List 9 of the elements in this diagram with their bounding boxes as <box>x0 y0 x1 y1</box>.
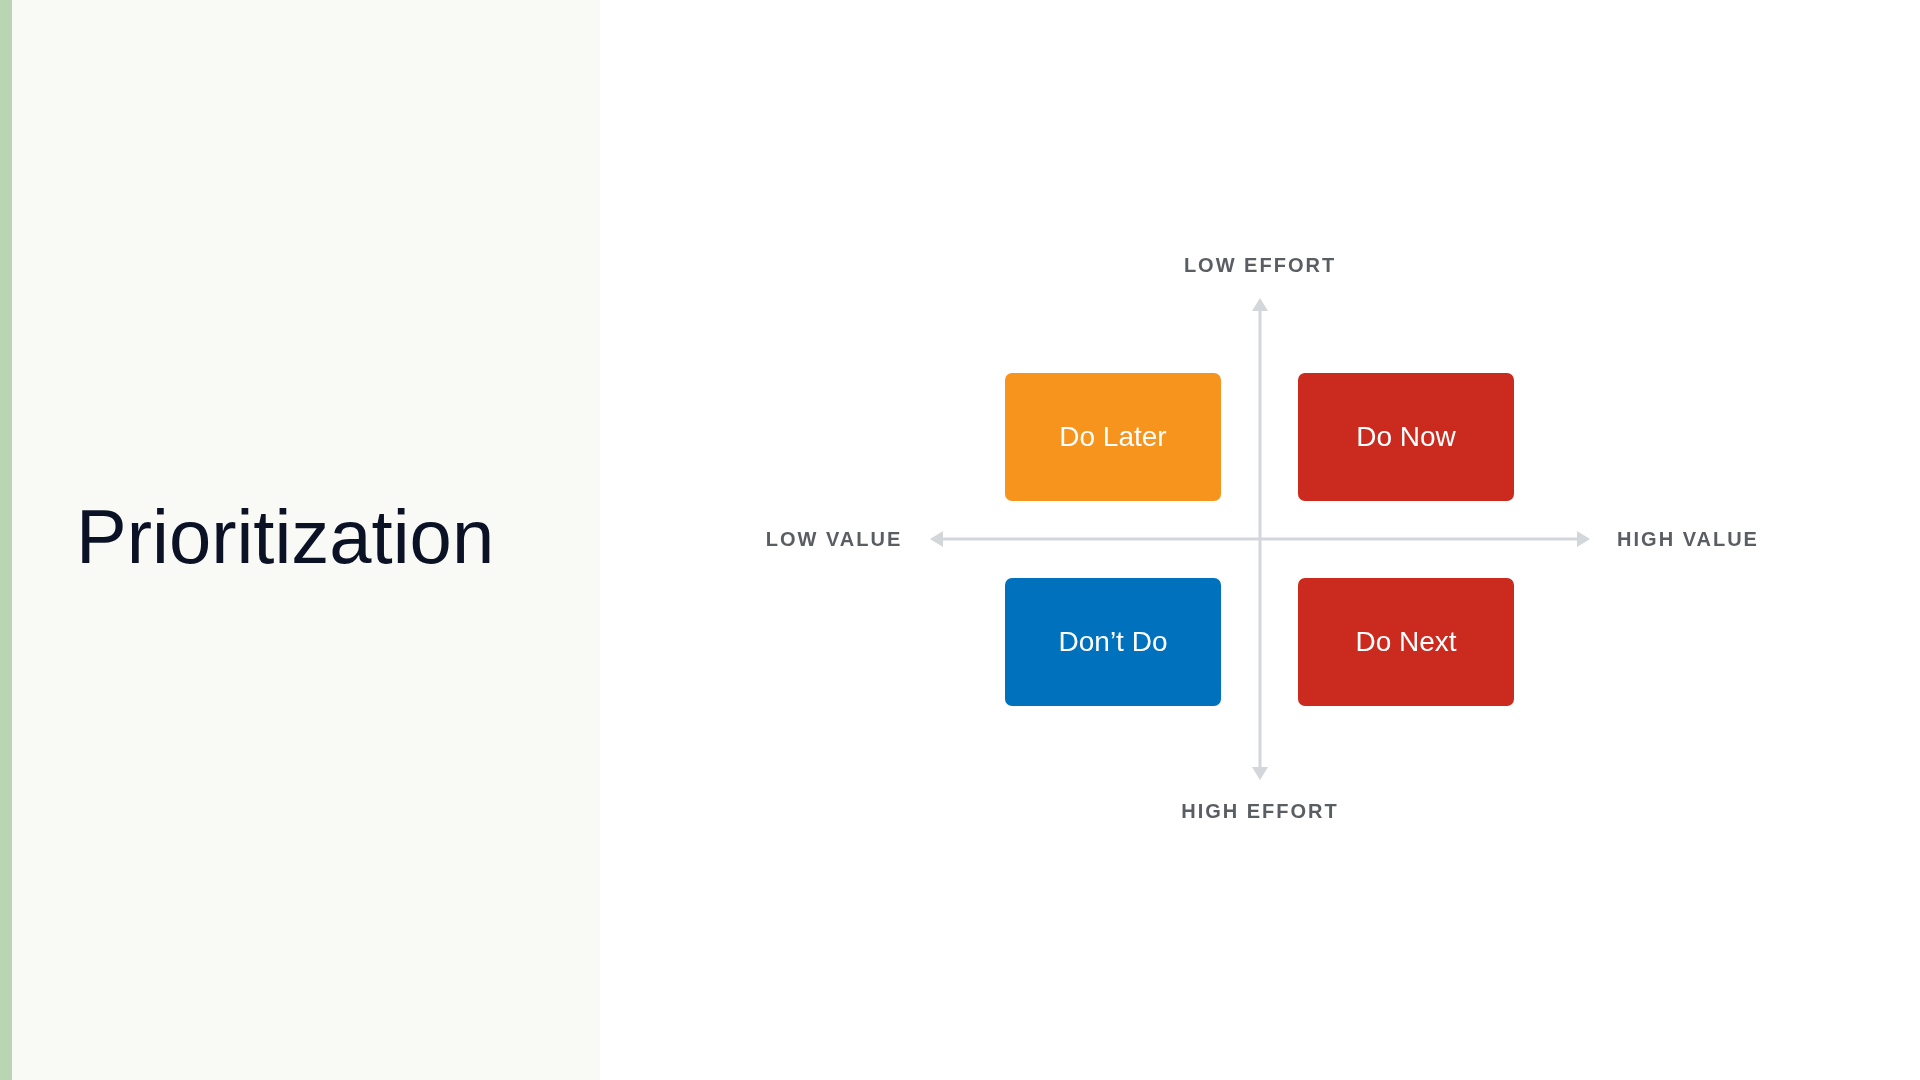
slide-title: Prioritization <box>76 494 495 580</box>
priority-card: Do Later <box>1005 373 1221 501</box>
axis-label: LOW EFFORT <box>1183 253 1337 277</box>
priority-card: Do Now <box>1298 373 1514 501</box>
priority-card: Don’t Do <box>1005 578 1221 706</box>
axis-label: HIGH VALUE <box>1617 527 1759 551</box>
priority-card: Do Next <box>1298 578 1514 706</box>
axis-label: LOW VALUE <box>765 527 903 551</box>
axis-label: HIGH EFFORT <box>1181 799 1339 823</box>
